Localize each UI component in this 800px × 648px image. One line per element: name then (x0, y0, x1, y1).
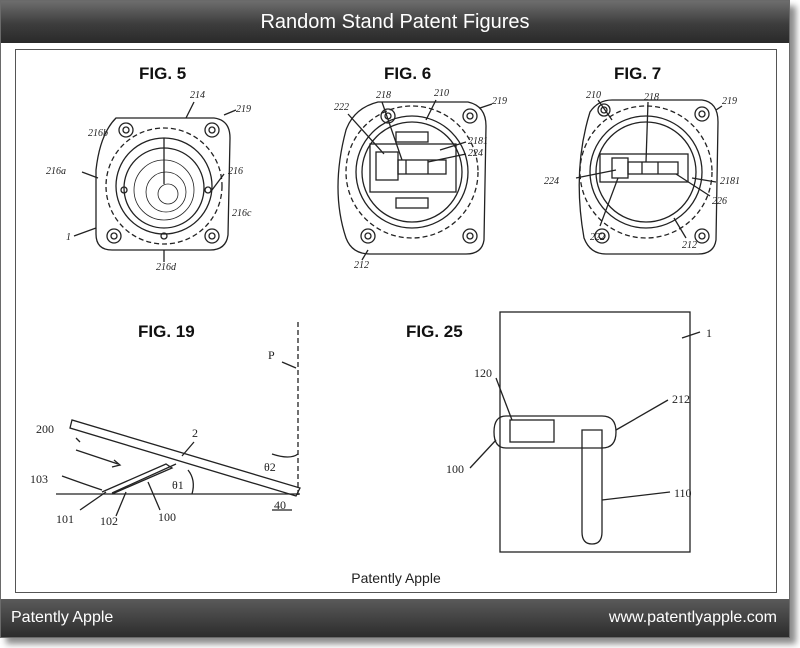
fig6-ref-224: 224 (468, 148, 483, 159)
fig5-ref-216: 216 (228, 166, 243, 177)
fig5-drawing (73, 101, 237, 262)
fig7-label: FIG. 7 (614, 64, 662, 83)
fig5-label: FIG. 5 (139, 64, 187, 83)
fig19-ref-100: 100 (158, 510, 176, 524)
fig19-ref-200: 200 (36, 422, 54, 436)
fig25-ref-110: 110 (674, 486, 692, 500)
fig7-ref-2181: 2181 (720, 176, 740, 187)
footer-brand: Patently Apple (11, 609, 114, 626)
fig19-ref-2: 2 (192, 426, 198, 440)
fig25-ref-100: 100 (446, 462, 464, 476)
fig5-ref-216d: 216d (156, 262, 176, 273)
title-bar: Random Stand Patent Figures (1, 1, 789, 43)
fig6-ref-2181: 2181 (468, 136, 488, 147)
fig7-ref-224: 224 (544, 176, 559, 187)
page-title: Random Stand Patent Figures (260, 11, 530, 33)
fig19-ref-102: 102 (100, 514, 118, 528)
fig5-ref-216c: 216c (232, 208, 252, 219)
image-caption: Patently Apple (351, 570, 441, 586)
fig7-ref-210: 210 (586, 90, 601, 101)
fig19-ref-theta1: θ1 (172, 478, 184, 492)
fig7-ref-212: 212 (682, 240, 697, 251)
fig5-ref-219: 219 (236, 104, 251, 115)
fig6-ref-222: 222 (334, 102, 349, 113)
fig6-drawing (337, 99, 493, 261)
fig19-drawing (56, 322, 301, 517)
fig7-drawing (575, 99, 723, 255)
fig25-ref-1: 1 (706, 326, 712, 340)
fig5-ref-1: 1 (66, 232, 71, 243)
fig5-ref-216b: 216b (88, 128, 108, 139)
footer-bar: Patently Apple www.patentlyapple.com (1, 599, 789, 637)
fig5-ref-216a: 216a (46, 166, 66, 177)
fig7-ref-226: 226 (712, 196, 727, 207)
fig19-label: FIG. 19 (138, 322, 195, 341)
fig7-ref-219: 219 (722, 96, 737, 107)
fig5-ref-214: 214 (190, 90, 205, 101)
fig19-ref-103: 103 (30, 472, 48, 486)
patent-figures-panel: FIG. 5 (15, 49, 777, 593)
fig6-label: FIG. 6 (384, 64, 432, 83)
fig7-ref-218: 218 (644, 92, 659, 103)
fig25-ref-212: 212 (672, 392, 690, 406)
fig19-ref-101: 101 (56, 512, 74, 526)
fig19-ref-P: P (268, 348, 275, 362)
fig6-ref-210: 210 (434, 88, 449, 99)
image-frame: Random Stand Patent Figures FIG. 5 (0, 0, 790, 638)
fig7-ref-222: 222 (590, 232, 605, 243)
footer-url-link[interactable]: www.patentlyapple.com (608, 609, 777, 626)
fig19-ref-theta2: θ2 (264, 460, 276, 474)
fig6-ref-218: 218 (376, 90, 391, 101)
fig25-ref-120: 120 (474, 366, 492, 380)
fig19-ref-40: 40 (274, 498, 286, 512)
fig6-ref-219: 219 (492, 96, 507, 107)
fig25-drawing (469, 311, 701, 553)
fig6-ref-212: 212 (354, 260, 369, 271)
fig25-label: FIG. 25 (406, 322, 463, 341)
